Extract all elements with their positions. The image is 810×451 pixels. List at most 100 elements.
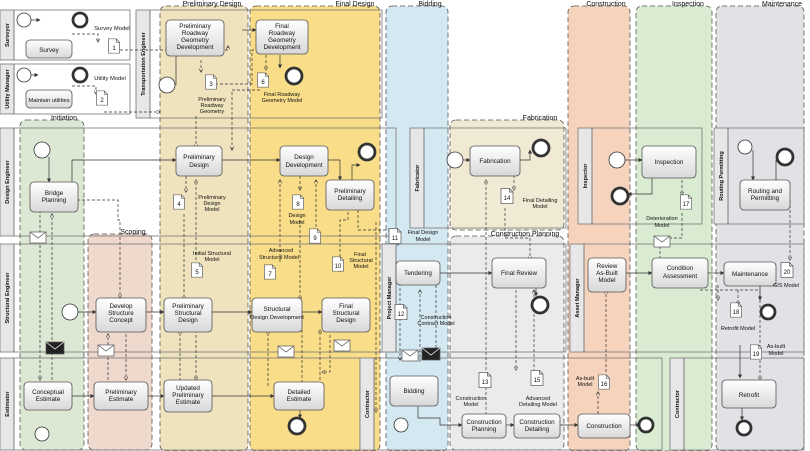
task-construction: Construction (577, 413, 631, 439)
svg-text:Final: Final (339, 303, 353, 310)
lane-label-contractor-bottom: Contractor (675, 389, 681, 418)
svg-text:Preliminary: Preliminary (179, 23, 211, 30)
svg-text:Detailed: Detailed (287, 389, 311, 396)
svg-text:Fabrication: Fabrication (479, 158, 511, 165)
phase-title-scoping: Scoping (120, 229, 145, 236)
task-tendering: Tendering (395, 260, 441, 286)
svg-text:Updated: Updated (176, 385, 200, 392)
svg-text:Model: Model (354, 264, 369, 270)
svg-text:Model: Model (769, 351, 784, 357)
tasks: Survey Maintain utilities Preliminary Ro… (23, 19, 791, 439)
task-maintain-utilities: Maintain utilities (25, 89, 73, 109)
phase-bg-preliminary-design (159, 5, 249, 451)
svg-text:Contract Model: Contract Model (417, 321, 454, 327)
task-condition-assessment: Condition Assessment (651, 257, 709, 289)
svg-text:Design: Design (336, 317, 356, 324)
end-event (284, 66, 304, 86)
svg-text:Estimate: Estimate (36, 396, 61, 403)
svg-text:Estimate: Estimate (287, 396, 312, 403)
phase-title-construction-planning: Construction Planning (491, 231, 560, 238)
task-construction-planning: Construction Planning (461, 413, 507, 439)
svg-text:17: 17 (683, 202, 690, 208)
svg-text:Development: Development (285, 162, 322, 169)
svg-text:Design: Design (178, 317, 198, 324)
end-event (531, 138, 551, 158)
svg-text:Condition: Condition (667, 265, 694, 272)
svg-text:Utility Model: Utility Model (94, 76, 126, 82)
svg-text:18: 18 (733, 310, 740, 316)
svg-text:Preliminary: Preliminary (172, 303, 204, 310)
svg-text:Construction: Construction (519, 419, 555, 426)
svg-text:Construction: Construction (586, 423, 622, 430)
svg-text:Permitting: Permitting (751, 195, 780, 202)
phase-title-preliminary-design: Preliminary Design (183, 1, 242, 8)
svg-text:Bridge: Bridge (45, 190, 64, 197)
data-object-6: 6 Final Roadway Geometry Model (257, 72, 303, 104)
svg-text:Advanced: Advanced (526, 396, 550, 402)
start-event (446, 151, 464, 169)
end-event (610, 186, 630, 206)
svg-text:Develop: Develop (109, 303, 133, 310)
end-event (735, 419, 753, 437)
svg-text:Preliminary: Preliminary (105, 389, 137, 396)
svg-text:Construction: Construction (421, 315, 452, 321)
data-object-11: 11 Final Design Model (388, 228, 439, 244)
svg-text:Design: Design (203, 201, 220, 207)
phase-title-construction: Construction (586, 1, 625, 8)
svg-text:10: 10 (335, 264, 342, 270)
svg-text:Geometry Model: Geometry Model (262, 98, 303, 104)
svg-text:Design: Design (294, 154, 314, 161)
data-object-8: 8 Design Model (288, 194, 306, 226)
data-object-4: 4 Preliminary Design Model (173, 194, 226, 213)
svg-text:3: 3 (209, 82, 213, 88)
svg-text:Final: Final (275, 23, 289, 30)
phase-title-fabrication: Fabrication (523, 115, 558, 122)
svg-text:Tendering: Tendering (404, 270, 432, 277)
task-survey: Survey (25, 39, 73, 59)
svg-text:Final Review: Final Review (501, 270, 537, 277)
svg-text:As-built: As-built (576, 376, 595, 382)
lane-label-project-manager: Project Manager (387, 276, 393, 320)
svg-text:Planning: Planning (472, 426, 497, 433)
envelope-icon (45, 341, 65, 355)
svg-text:13: 13 (482, 380, 489, 386)
task-preliminary-detailing: Preliminary Detailing (325, 179, 375, 211)
svg-text:Final Design: Final Design (408, 230, 439, 236)
envelope-icon (421, 347, 441, 361)
end-event (71, 66, 89, 84)
envelope-icon (653, 235, 671, 248)
svg-text:Construction: Construction (456, 396, 487, 402)
task-bidding: Bidding (389, 375, 439, 407)
task-inspection: Inspection (641, 145, 697, 179)
start-event (33, 141, 51, 159)
svg-text:1: 1 (112, 46, 116, 52)
end-event (637, 416, 655, 434)
data-object-16: 16 As-built Model (576, 374, 610, 390)
data-object-9: 9 (309, 228, 321, 244)
end-event (759, 303, 777, 321)
svg-text:Final Detailing: Final Detailing (523, 198, 558, 204)
task-routing-and-permitting: Routing and Permitting (739, 179, 791, 211)
svg-text:Structural Model: Structural Model (259, 255, 299, 261)
svg-text:Geometry: Geometry (181, 37, 209, 44)
svg-text:Model: Model (205, 257, 220, 263)
svg-text:Survey Model: Survey Model (94, 26, 129, 32)
lane-label-contractor-mid: Contractor (365, 389, 371, 418)
lane-label-structural-engineer: Structural Engineer (5, 272, 11, 324)
task-updated-preliminary-estimate: Updated Preliminary Estimate (163, 379, 213, 413)
data-objects: 1 Survey Model 2 Utility Model 3 Prelimi… (94, 26, 799, 408)
phase-title-initiation: Initiation (51, 115, 77, 122)
svg-text:Structural: Structural (264, 306, 291, 313)
svg-text:15: 15 (534, 378, 541, 384)
data-object-10: 10 Final Structural Model (332, 252, 373, 272)
svg-text:2: 2 (100, 98, 104, 104)
end-event (287, 416, 307, 436)
svg-text:GIS Model: GIS Model (773, 283, 799, 289)
svg-text:Model: Model (598, 277, 615, 284)
data-object-5: 5 Initial Structural Model (191, 251, 231, 278)
svg-text:Review: Review (597, 263, 618, 270)
lane-label-estimator: Estimator (5, 390, 11, 416)
phase-bg-bidding (385, 5, 449, 451)
svg-text:Deterioration: Deterioration (646, 216, 678, 222)
